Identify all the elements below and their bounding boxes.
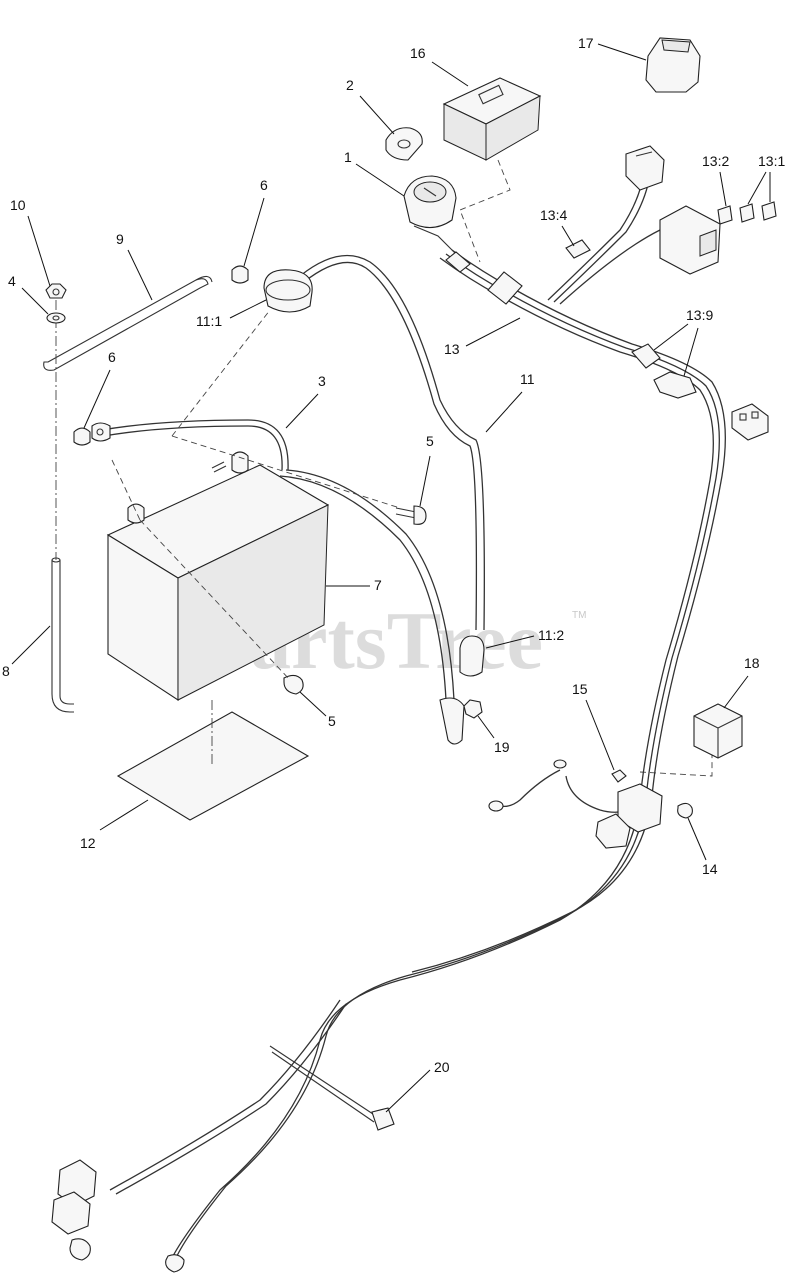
relay-part-18	[693, 703, 743, 759]
callout-9: 9	[116, 231, 153, 301]
svg-text:19: 19	[494, 739, 510, 755]
screw-part-14	[677, 802, 693, 819]
key-switch-part-1	[403, 175, 457, 255]
svg-text:13:1: 13:1	[758, 153, 785, 169]
callout-13-4: 13:4	[540, 207, 575, 247]
svg-text:12: 12	[80, 835, 96, 851]
callout-19: 19	[477, 715, 510, 755]
harness-connector-keyswitch	[445, 251, 523, 305]
terminal-boot-part-6-top	[231, 265, 249, 284]
relay-bracket-assembly	[595, 769, 663, 849]
svg-text:16: 16	[410, 45, 426, 61]
svg-text:5: 5	[426, 433, 434, 449]
fuse-part-13-4	[565, 239, 591, 259]
watermark-trademark: TM	[572, 610, 586, 621]
terminal-boot-part-6-left	[73, 427, 91, 446]
callout-17: 17	[578, 35, 647, 61]
callout-16: 16	[410, 45, 469, 87]
callout-18: 18	[723, 655, 760, 709]
svg-text:13: 13	[444, 341, 460, 357]
bolt-part-5-lower	[283, 674, 304, 695]
callout-11: 11	[485, 371, 535, 433]
callout-1: 1	[344, 149, 405, 197]
svg-text:11:1: 11:1	[196, 313, 222, 329]
main-harness-part-13	[109, 171, 726, 1263]
boot-part-2	[385, 127, 423, 161]
assembly-line-5	[459, 159, 511, 263]
svg-text:13:9: 13:9	[686, 307, 713, 323]
callout-12: 12	[80, 799, 149, 851]
callout-15: 15	[572, 681, 615, 771]
svg-text:6: 6	[260, 177, 268, 193]
svg-text:4: 4	[8, 273, 16, 289]
j-bolt-part-8	[51, 557, 74, 713]
callout-7: 7	[326, 577, 382, 593]
callout-20: 20	[385, 1059, 450, 1113]
svg-text:13:4: 13:4	[540, 207, 567, 223]
harness-connector-right	[731, 403, 769, 441]
callout-11-1: 11:1	[196, 299, 267, 329]
cable-boot-part-11-1	[263, 269, 313, 313]
callout-8: 8	[2, 625, 51, 679]
callout-5-upper: 5	[419, 433, 434, 507]
cable-boot-part-11-2	[459, 635, 485, 677]
hour-meter-part-16	[442, 77, 542, 161]
callout-5-lower: 5	[299, 691, 336, 729]
svg-text:13:2: 13:2	[702, 153, 729, 169]
svg-text:6: 6	[108, 349, 116, 365]
callout-13-1: 13:1	[747, 153, 785, 205]
harness-connector-top	[625, 145, 665, 191]
bolt-part-5-upper	[395, 505, 427, 525]
connector-part-13-9	[631, 343, 697, 399]
washer-part-4	[46, 312, 66, 324]
callout-11-2: 11:2	[485, 627, 564, 649]
svg-text:20: 20	[434, 1059, 450, 1075]
positive-cable-part-11	[279, 254, 485, 745]
nut-part-19	[463, 699, 483, 719]
callout-6-left: 6	[83, 349, 116, 429]
harness-connector-bottom-left	[51, 1159, 185, 1273]
assembly-line-2	[111, 459, 141, 521]
callout-2: 2	[346, 77, 395, 135]
callout-6-top: 6	[243, 177, 268, 267]
callout-3: 3	[285, 373, 326, 429]
svg-text:10: 10	[10, 197, 26, 213]
wing-nut-part-10	[45, 283, 67, 299]
callout-4: 4	[8, 273, 49, 315]
svg-text:1: 1	[344, 149, 352, 165]
battery-tray-part-12	[116, 711, 310, 821]
cable-tie-part-20	[269, 1045, 395, 1131]
svg-text:5: 5	[328, 713, 336, 729]
callout-14: 14	[687, 817, 718, 877]
hold-down-rod-part-9	[43, 275, 213, 371]
svg-text:15: 15	[572, 681, 588, 697]
negative-cable-part-3	[91, 419, 289, 471]
assembly-line-4	[139, 519, 291, 681]
battery-part-7	[106, 451, 330, 702]
svg-text:11: 11	[520, 371, 535, 387]
assembly-line-1	[171, 309, 271, 437]
svg-text:8: 8	[2, 663, 10, 679]
fuse-part-13-1-a	[739, 203, 755, 223]
svg-text:14: 14	[702, 861, 718, 877]
svg-text:11:2: 11:2	[538, 627, 564, 643]
fuse-block-part-13	[659, 205, 721, 275]
callout-13: 13	[444, 317, 521, 357]
svg-text:17: 17	[578, 35, 594, 51]
svg-text:9: 9	[116, 231, 124, 247]
svg-text:3: 3	[318, 373, 326, 389]
relay-connector-part-17	[645, 37, 701, 93]
fuse-part-13-1-b	[761, 201, 777, 221]
callout-10: 10	[10, 197, 51, 287]
callout-13-9: 13:9	[653, 307, 713, 377]
svg-text:2: 2	[346, 77, 354, 93]
svg-text:7: 7	[374, 577, 382, 593]
callout-13-2: 13:2	[702, 153, 729, 207]
svg-text:18: 18	[744, 655, 760, 671]
fuse-part-13-2	[717, 205, 733, 225]
